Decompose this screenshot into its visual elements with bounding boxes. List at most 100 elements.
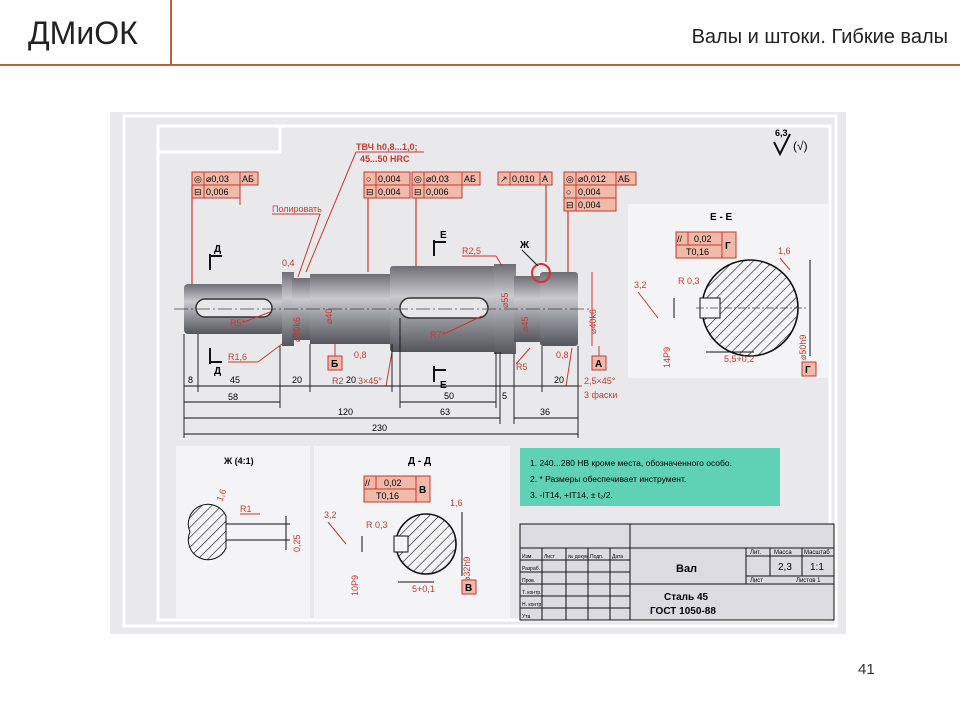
svg-text:◎: ◎ xyxy=(194,174,202,184)
svg-text:АБ: АБ xyxy=(618,174,630,184)
svg-text:Разраб.: Разраб. xyxy=(522,566,540,572)
svg-text:Сталь 45: Сталь 45 xyxy=(664,592,709,603)
svg-text:0,8: 0,8 xyxy=(354,350,367,360)
svg-text:R 0,3: R 0,3 xyxy=(366,520,388,530)
svg-text:Дата: Дата xyxy=(612,554,623,560)
svg-text:Г: Г xyxy=(805,365,811,376)
svg-text:Полировать: Полировать xyxy=(272,204,322,214)
svg-text:0,25: 0,25 xyxy=(292,534,302,552)
svg-text:0,004: 0,004 xyxy=(378,187,401,197)
dimension-lines xyxy=(183,318,579,438)
svg-text:Вал: Вал xyxy=(676,563,697,575)
title-block xyxy=(519,523,835,621)
svg-text:T0,16: T0,16 xyxy=(686,247,709,257)
svg-text:3,2: 3,2 xyxy=(324,510,337,520)
svg-text:⌀55: ⌀55 xyxy=(500,293,510,308)
svg-text:63: 63 xyxy=(440,407,450,417)
svg-text:⌀0,012: ⌀0,012 xyxy=(578,174,606,184)
svg-text:Утв.: Утв. xyxy=(522,614,532,620)
svg-text://: // xyxy=(677,234,683,244)
note-1: 1. 240...280 HB кроме места, обозначенно… xyxy=(530,458,732,468)
svg-text:◎: ◎ xyxy=(566,174,574,184)
svg-text:⌀32h9: ⌀32h9 xyxy=(462,557,472,582)
svg-text:0,004: 0,004 xyxy=(578,187,601,197)
svg-text:А: А xyxy=(595,359,602,370)
sheet-frame-inner xyxy=(156,124,832,622)
svg-text:5+0,1: 5+0,1 xyxy=(412,584,435,594)
technical-notes: 1. 240...280 HB кроме места, обозначенно… xyxy=(520,448,780,506)
title-block-text: Вал Сталь 45 ГОСТ 1050-88 Лит. Масса Мас… xyxy=(522,550,830,620)
svg-text:ТВЧ h0,8...1,0;: ТВЧ h0,8...1,0; xyxy=(356,142,418,152)
header-divider-horizontal xyxy=(0,64,960,66)
svg-text://: // xyxy=(365,478,371,488)
drawing-canvas: 6,3 (√) ◎ ⌀0,03 АБ ⊟ 0,006 xyxy=(110,112,846,634)
svg-text:Н. контр.: Н. контр. xyxy=(522,602,543,608)
svg-text:Ж: Ж xyxy=(519,240,530,251)
svg-text:6,3: 6,3 xyxy=(775,128,788,138)
keyway-right xyxy=(399,297,489,319)
svg-text:В: В xyxy=(419,485,426,496)
svg-text:↗: ↗ xyxy=(500,174,508,184)
svg-text:Изм.: Изм. xyxy=(522,554,533,560)
svg-text:Д: Д xyxy=(214,366,221,377)
svg-text:20: 20 xyxy=(346,375,356,385)
svg-text:⊟: ⊟ xyxy=(566,200,574,210)
page-number: 41 xyxy=(858,661,875,678)
svg-text:Г: Г xyxy=(725,241,731,252)
tolerance-frame-2: ○ 0,004 ⊟ 0,004 xyxy=(363,171,411,272)
svg-text:№ докум.: № докум. xyxy=(568,554,590,560)
detail-zh-circle xyxy=(531,263,551,283)
svg-text:⌀45: ⌀45 xyxy=(520,317,530,332)
svg-text:0,02: 0,02 xyxy=(694,234,712,244)
tolerance-frame-3: ◎ ⌀0,03 АБ ⊟ 0,006 xyxy=(411,171,481,266)
svg-text:10P9: 10P9 xyxy=(350,575,360,596)
svg-text:1,6: 1,6 xyxy=(450,498,463,508)
svg-text:R5: R5 xyxy=(516,362,528,372)
dimension-values: 8 45 20 20 50 5 20 58 120 63 36 230 xyxy=(188,375,564,433)
svg-text:0,4: 0,4 xyxy=(282,258,295,268)
logo: ДМиОК xyxy=(28,14,138,51)
svg-text:36: 36 xyxy=(540,407,550,417)
svg-text:В: В xyxy=(465,583,472,594)
svg-text:0,004: 0,004 xyxy=(378,174,401,184)
svg-text:0,006: 0,006 xyxy=(206,187,229,197)
svg-text:5: 5 xyxy=(502,391,507,401)
svg-text:Масса: Масса xyxy=(774,550,792,556)
note-2: 2. * Размеры обеспечивает инструмент. xyxy=(530,474,686,484)
svg-text:⊟: ⊟ xyxy=(194,187,202,197)
svg-text:0,010: 0,010 xyxy=(512,174,535,184)
svg-text:⌀40: ⌀40 xyxy=(324,309,334,324)
tolerance-frame-4: ↗ 0,010 А xyxy=(497,171,553,262)
svg-text:R2: R2 xyxy=(332,376,344,386)
svg-text:○: ○ xyxy=(366,174,371,184)
svg-text:Е - Е: Е - Е xyxy=(710,212,733,223)
svg-text:R7*: R7* xyxy=(430,330,446,340)
svg-text:14P9: 14P9 xyxy=(662,347,672,368)
technical-drawing: 6,3 (√) ◎ ⌀0,03 АБ ⊟ 0,006 xyxy=(110,112,846,634)
svg-text:Т. контр.: Т. контр. xyxy=(522,590,542,596)
svg-text:Масштаб: Масштаб xyxy=(804,550,830,556)
svg-text:Лист: Лист xyxy=(750,578,763,584)
shaft-body xyxy=(174,263,590,354)
note-3: 3. -IT14, +IT14, ± t₂/2. xyxy=(530,490,613,500)
svg-text:АБ: АБ xyxy=(464,174,476,184)
svg-text:Е: Е xyxy=(440,380,447,391)
svg-text:230: 230 xyxy=(372,423,387,433)
svg-text:⌀40k6: ⌀40k6 xyxy=(588,309,598,334)
main-view-callouts: ТВЧ h0,8...1,0; 45...50 HRC Полировать 0… xyxy=(209,142,617,400)
svg-text:Ж (4:1): Ж (4:1) xyxy=(223,456,254,466)
svg-text:ГОСТ 1050-88: ГОСТ 1050-88 xyxy=(650,606,716,617)
header-divider-vertical xyxy=(170,0,172,66)
svg-text:5,5+0,2: 5,5+0,2 xyxy=(724,354,754,364)
svg-text:0,8: 0,8 xyxy=(556,350,569,360)
svg-text:⊟: ⊟ xyxy=(366,187,374,197)
svg-text:R1,6: R1,6 xyxy=(228,352,247,362)
svg-text:120: 120 xyxy=(338,407,353,417)
svg-text:Подп.: Подп. xyxy=(590,554,603,560)
section-e-e: Е - Е // 0,02 T0,16 Г R 0,3 3,2 1,6 14P9… xyxy=(628,204,828,378)
svg-text:0,02: 0,02 xyxy=(384,478,402,488)
svg-text:Д: Д xyxy=(214,244,221,255)
svg-text:0,004: 0,004 xyxy=(578,200,601,210)
svg-text:2,3: 2,3 xyxy=(778,562,792,573)
svg-text:20: 20 xyxy=(554,375,564,385)
